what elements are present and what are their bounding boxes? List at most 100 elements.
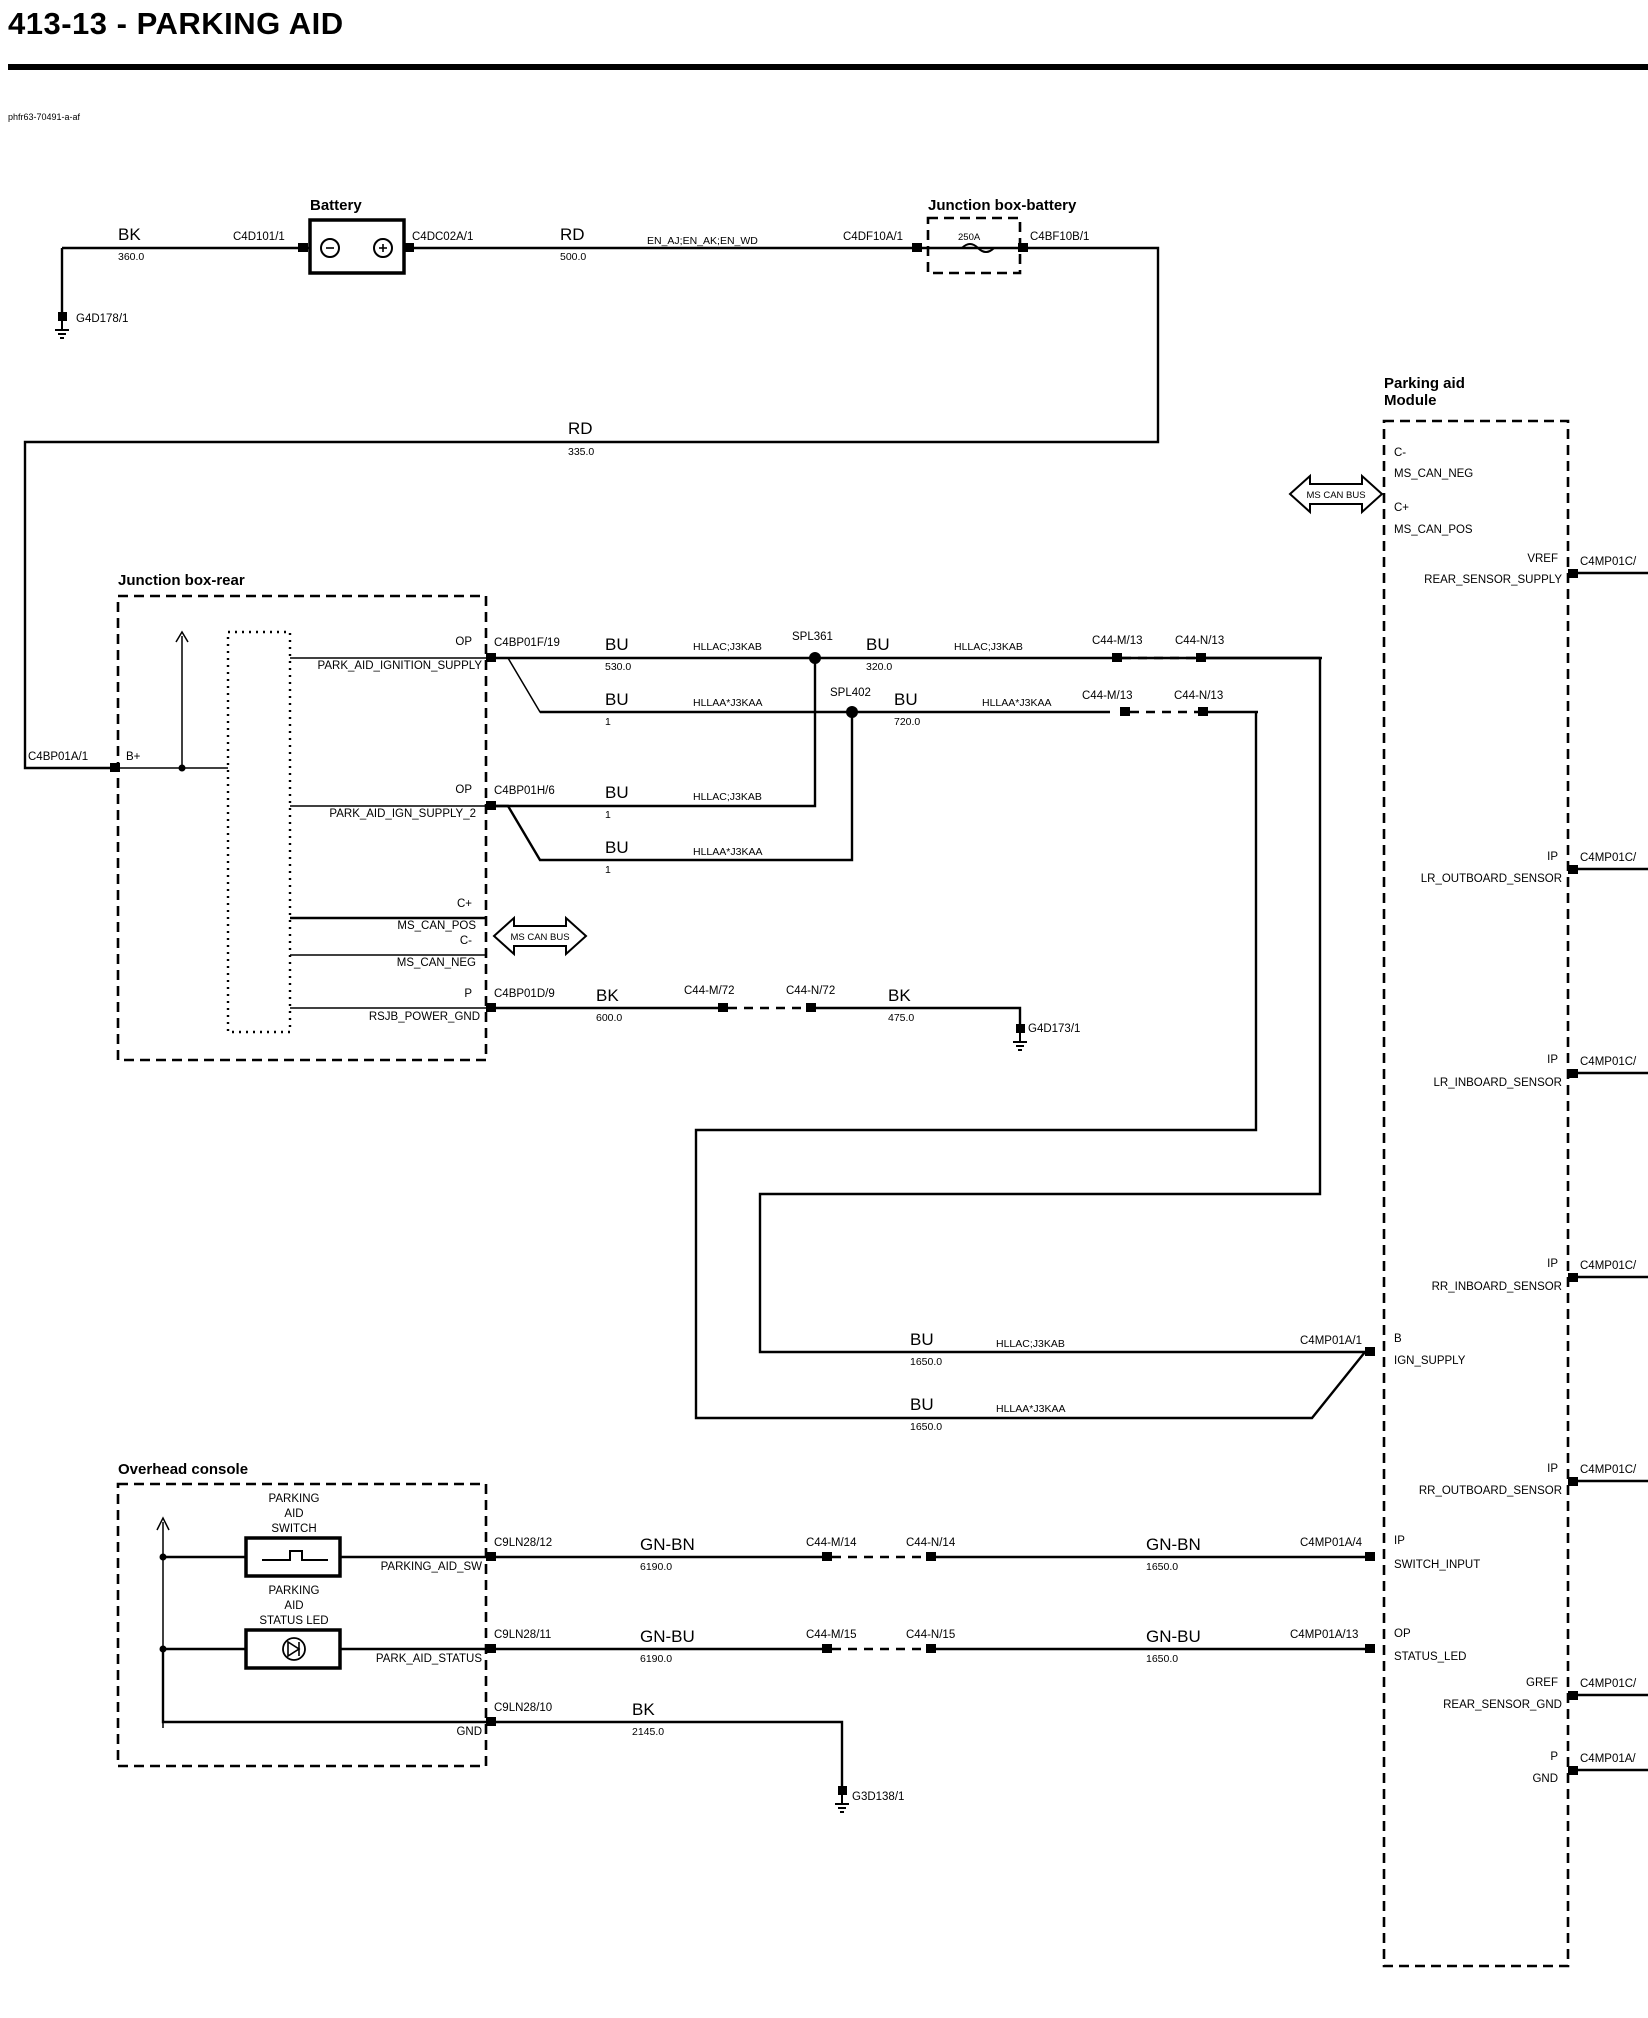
connector-label: C4MP01C/ [1580, 1678, 1637, 1690]
signal-label: PARKING_AID_SW [381, 1561, 483, 1573]
connector-label: C4MP01C/ [1580, 556, 1637, 568]
signal-label: GND [456, 1726, 482, 1738]
connector-label: C4MP01A/4 [1300, 1537, 1363, 1549]
connector-label: C44-N/13 [1174, 690, 1223, 702]
wire-length-label: 1650.0 [1146, 1561, 1178, 1573]
battery-symbol [308, 218, 406, 275]
connector-label: C44-N/72 [786, 985, 835, 997]
parking-aid-module: Parking aid Module MS CAN BUS C- MS_CAN_… [1288, 375, 1648, 1968]
title-rule [8, 64, 1648, 70]
connector-label: C4MP01A/13 [1290, 1629, 1358, 1641]
connector-label: C4DF10A/1 [843, 231, 903, 243]
connector-label: C4BF10B/1 [1030, 231, 1089, 243]
signal-label: MS_CAN_POS [397, 920, 476, 932]
connector-label: C4MP01C/ [1580, 852, 1637, 864]
pin-label: B+ [126, 751, 141, 763]
pin-type-label: B [1394, 1333, 1402, 1345]
connector-pin [486, 1003, 496, 1012]
signal-label: RR_OUTBOARD_SENSOR [1419, 1485, 1562, 1497]
wire-length-label: 320.0 [866, 661, 892, 673]
signal-label: GND [1532, 1773, 1558, 1785]
signal-label: MS_CAN_NEG [397, 957, 476, 969]
pin-type-label: C- [460, 935, 472, 947]
arrow-up-icon [175, 630, 189, 643]
signal-label: LR_OUTBOARD_SENSOR [1421, 873, 1562, 885]
wire-color-label: BU [894, 690, 918, 709]
led-label: PARKING [269, 1585, 320, 1597]
connector-label: C44-N/13 [1175, 635, 1224, 647]
wire-length-label: 6190.0 [640, 1653, 672, 1665]
overhead-console-outline [116, 1482, 488, 1768]
pin-type-label: OP [1394, 1628, 1411, 1640]
wire-color-label: RD [568, 419, 593, 438]
connector-label: C9LN28/11 [494, 1629, 551, 1641]
connector-label: C4MP01C/ [1580, 1464, 1637, 1476]
signal-label: PARK_AID_STATUS [376, 1653, 482, 1665]
pin-type-label: GREF [1526, 1677, 1558, 1689]
wire-bu-1650-b [694, 712, 1366, 1420]
wire-bu-1650-a [758, 658, 1365, 1354]
wire-length-label: 360.0 [118, 251, 144, 263]
ground-label: G4D173/1 [1028, 1023, 1080, 1035]
led-label: AID [284, 1600, 303, 1612]
signal-label: RR_INBOARD_SENSOR [1432, 1281, 1562, 1293]
battery-negative-terminal-icon [320, 238, 340, 258]
wire-id-label: HLLAA*J3KAA [982, 697, 1051, 709]
arrow-up-icon [156, 1516, 170, 1531]
led-label: STATUS LED [259, 1615, 328, 1627]
wire-bu-1-c [496, 712, 854, 862]
battery-positive-terminal-icon [373, 238, 393, 258]
connector-label: C44-M/15 [806, 1629, 857, 1641]
wire-length-label: 475.0 [888, 1012, 914, 1024]
junction-box-rear: Junction box-rear C4BP01A/1 B+ OP PARK_A… [28, 572, 488, 1062]
wire-length-label: 1650.0 [910, 1356, 942, 1368]
wire-length-label: 6190.0 [640, 1561, 672, 1573]
wire-id-label: HLLAC;J3KAB [954, 641, 1023, 653]
junction-box-battery-label: Junction box-battery [928, 197, 1077, 214]
wire-length-label: 500.0 [560, 251, 586, 263]
overhead-console: Overhead console PARKING AID SWITCH PARK… [116, 1461, 488, 1768]
wire-bk-475 [816, 1006, 1022, 1032]
can-bus-label: MS CAN BUS [1306, 490, 1365, 501]
connector-label: C4MP01C/ [1580, 1056, 1637, 1068]
signal-label: STATUS_LED [1394, 1651, 1466, 1663]
wire-id-label: EN_AJ;EN_AK;EN_WD [647, 235, 758, 247]
pin-type-label: C- [1394, 447, 1406, 459]
connector-label: C9LN28/10 [494, 1702, 552, 1714]
status-led-box [244, 1628, 342, 1670]
connector-label: C44-N/14 [906, 1537, 956, 1549]
wire-bu-1-b [496, 658, 817, 808]
ignition-supply-wiring: C4BP01F/19 BU 530.0 HLLAC;J3KAB SPL361 B… [486, 631, 1375, 1433]
wire-length-label: 600.0 [596, 1012, 622, 1024]
connector-label: C44-N/15 [906, 1629, 955, 1641]
connector-pin [110, 763, 120, 772]
pin-type-label: OP [455, 636, 472, 648]
connector-label: C44-M/72 [684, 985, 735, 997]
module-label-line1: Parking aid [1384, 375, 1465, 392]
junction-box-rear-outline [116, 594, 488, 1062]
connector-pin [1365, 1347, 1375, 1356]
connector-pin [1018, 243, 1028, 252]
wire-length-label: 1 [605, 864, 611, 876]
jb-rear-ground-wiring: C4BP01D/9 BK 600.0 C44-M/72 C44-N/72 BK … [486, 985, 1080, 1051]
wire-length-label: 1 [605, 716, 611, 728]
connector-label: C4BP01A/1 [28, 751, 88, 763]
connector-label: C9LN28/12 [494, 1537, 552, 1549]
wire-id-label: HLLAC;J3KAB [996, 1338, 1065, 1350]
module-label-line2: Module [1384, 392, 1437, 409]
parking-aid-switch-icon [244, 1536, 342, 1578]
wire-color-label: GN-BN [640, 1535, 695, 1554]
signal-label: RSJB_POWER_GND [369, 1011, 480, 1023]
wire-color-label: BK [632, 1700, 655, 1719]
wire-color-label: BU [605, 690, 629, 709]
pin-type-label: P [1550, 1751, 1558, 1763]
wire-color-label: GN-BN [1146, 1535, 1201, 1554]
connector-label: C44-M/14 [806, 1537, 857, 1549]
wire-rd-335 [23, 246, 1160, 770]
connector-pin [298, 243, 308, 252]
connector-label: C4BP01F/19 [494, 637, 560, 649]
splice-label: SPL361 [792, 631, 833, 643]
wire-length-label: 1650.0 [910, 1421, 942, 1433]
wire-color-label: GN-BU [1146, 1627, 1201, 1646]
